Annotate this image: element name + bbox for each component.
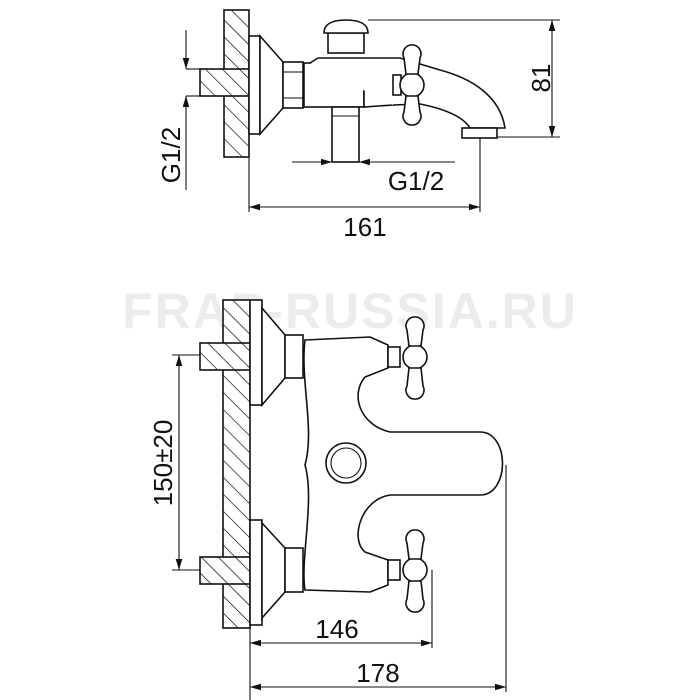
outlet-aerator (461, 127, 498, 139)
cross-handle-upper (402, 316, 428, 400)
dim-centers-label: 150±20 (148, 420, 178, 507)
dim-outlet-thread-label: G1/2 (388, 166, 444, 196)
diverter-cap (327, 32, 365, 54)
flange (248, 35, 261, 135)
hex-nut (282, 61, 304, 109)
side-view: 81 161 G1/2 G1/2 (156, 9, 560, 242)
mixer-body (303, 336, 504, 593)
cross-handle-bottom (402, 95, 422, 126)
dim-total-length-label: 178 (356, 658, 399, 688)
top-view: 150±20 146 178 (148, 299, 507, 700)
dim-height-label: 81 (526, 64, 556, 93)
watermark: FRAP-RUSSIA.RU (122, 283, 578, 339)
dim-inlet-thread-label: G1/2 (156, 127, 186, 183)
dim-length-label: 161 (343, 212, 386, 242)
inlet-pipe-lower (199, 556, 251, 585)
diverter-knob (323, 19, 369, 34)
cross-handle-hub (399, 72, 425, 98)
inlet-pipe-upper (199, 342, 251, 371)
dim-handle-reach-label: 146 (315, 614, 358, 644)
outlet-connector (331, 106, 360, 163)
flange-upper (249, 299, 263, 406)
cross-handle-lower (402, 529, 428, 613)
cross-handle-top (402, 44, 422, 75)
hex-nut-lower (284, 547, 304, 593)
flange-cone (259, 33, 284, 137)
hex-nut-upper (284, 334, 304, 379)
diverter-knob (325, 442, 367, 484)
inlet-pipe (199, 68, 250, 97)
flange-lower (249, 519, 263, 626)
